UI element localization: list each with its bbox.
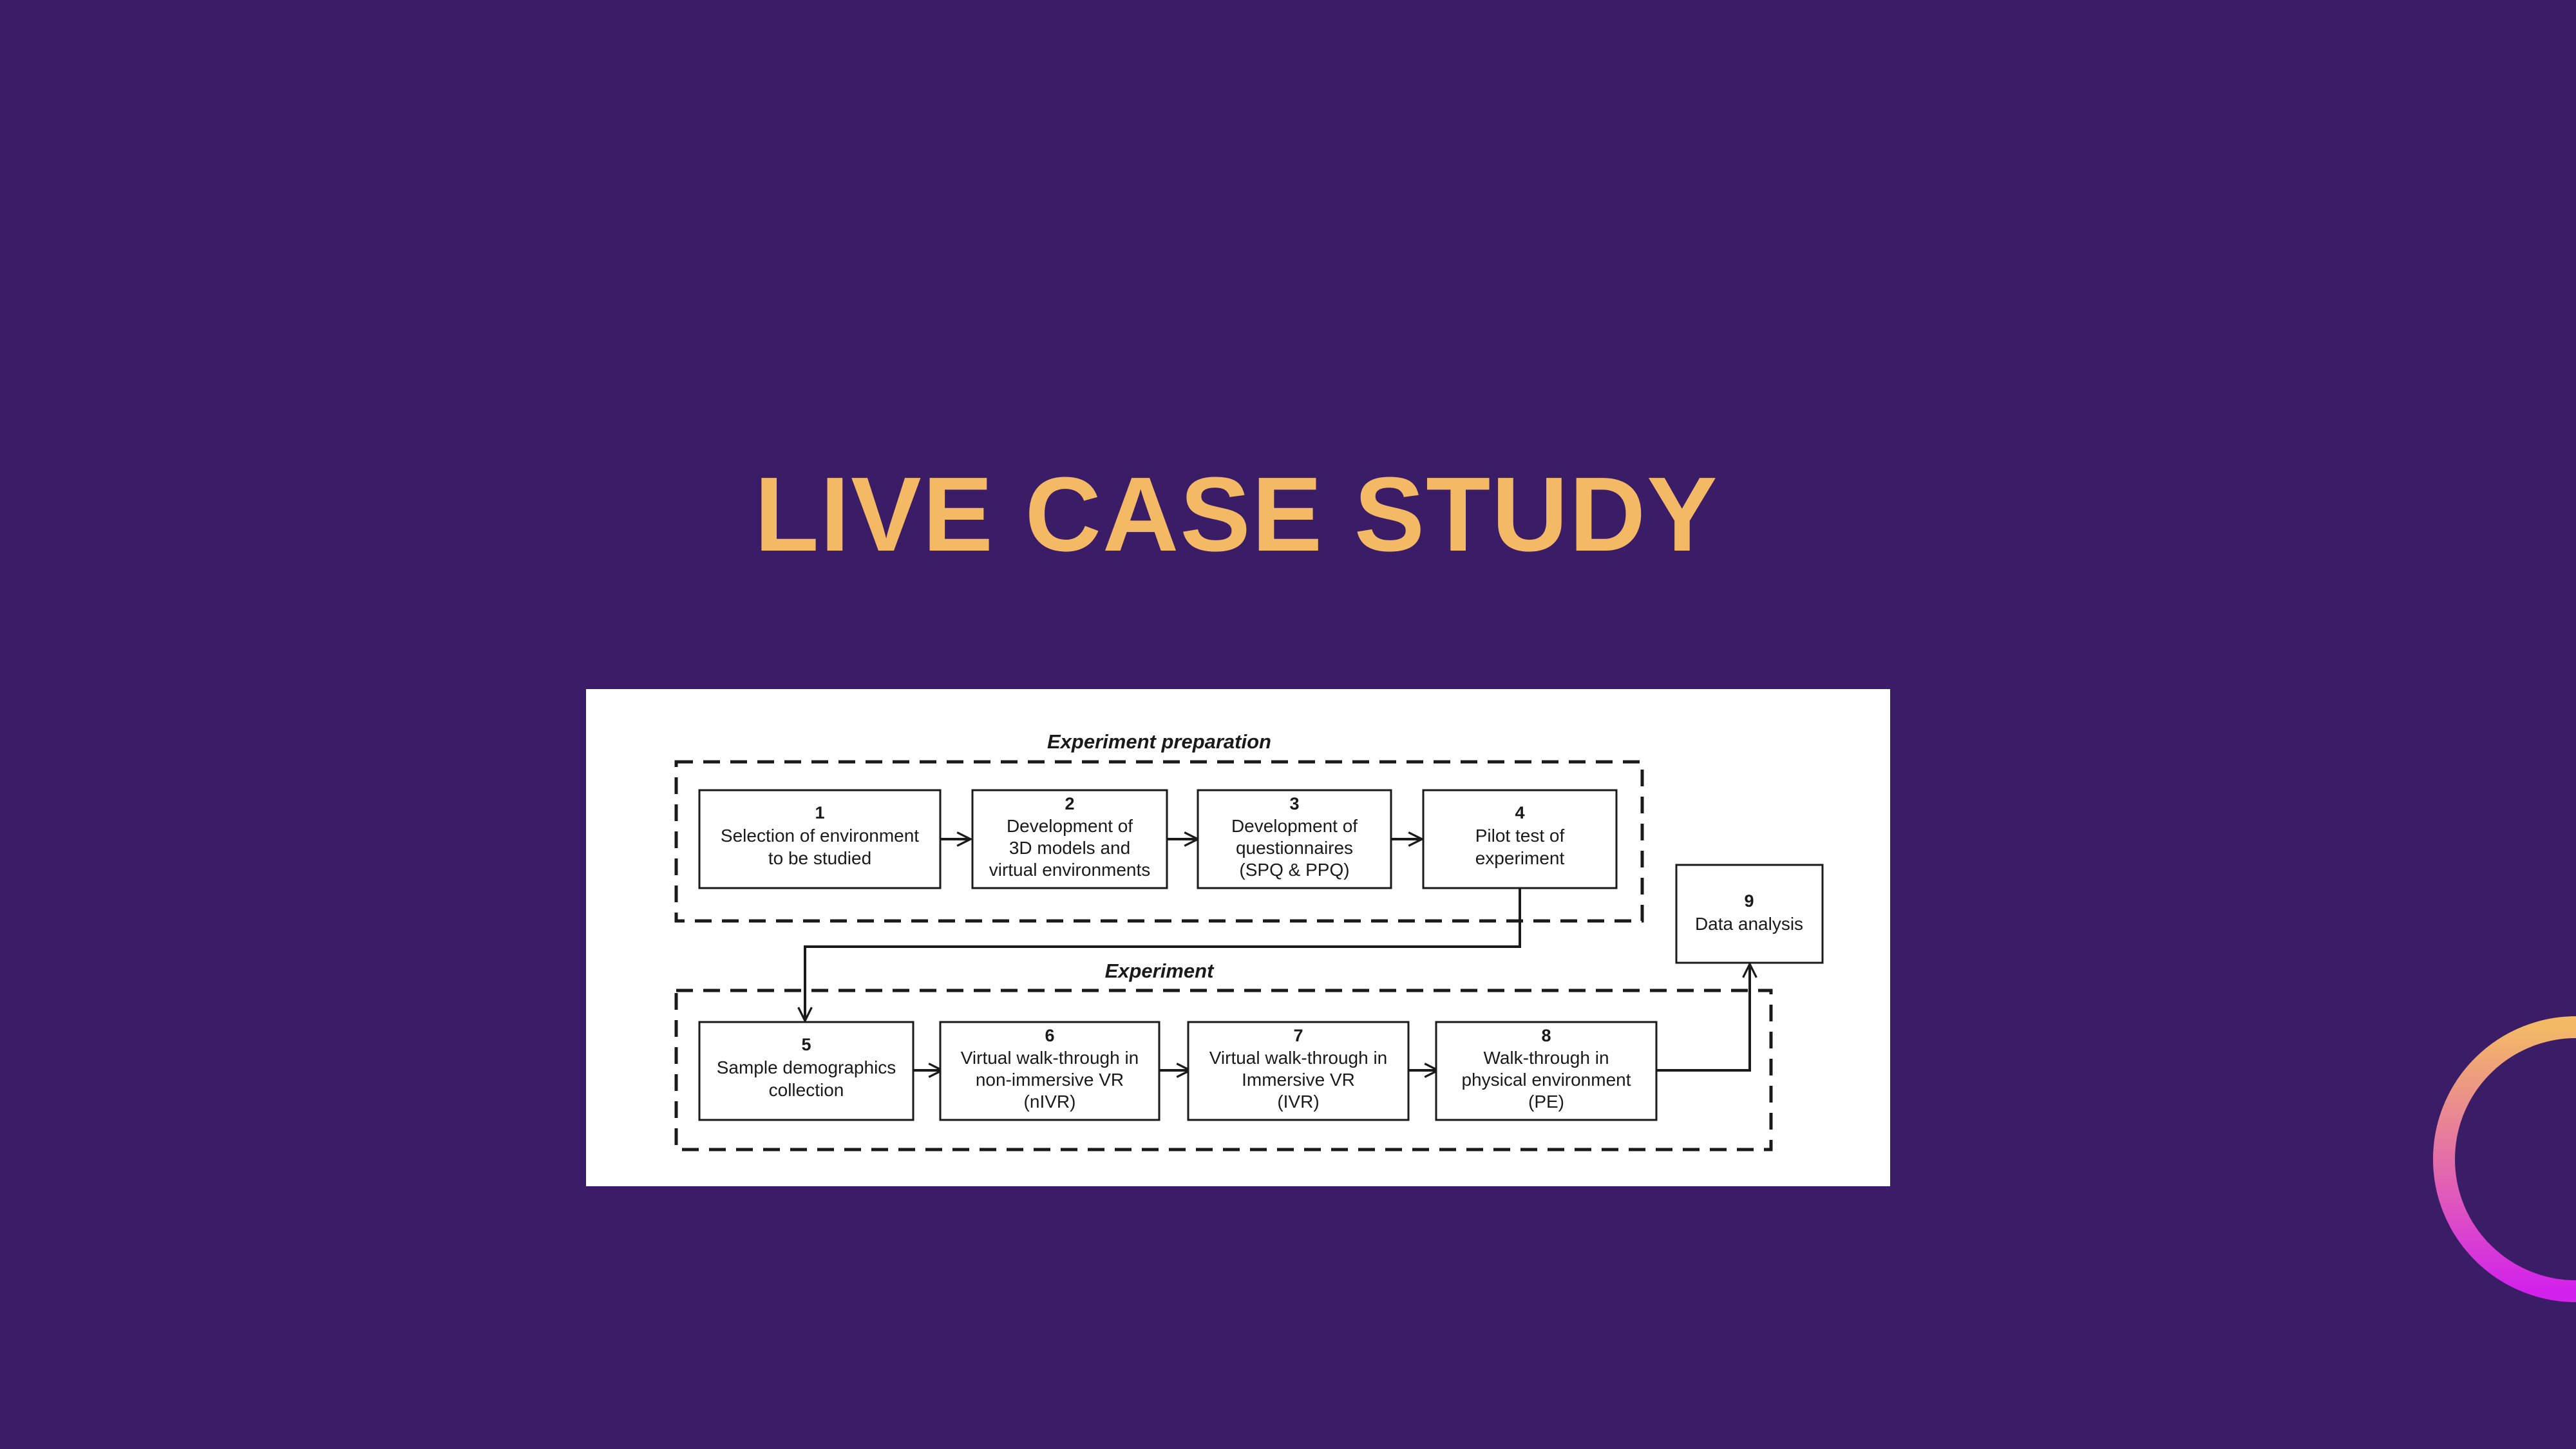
step-number: 8 — [1541, 1026, 1551, 1045]
step-label-line: (nIVR) — [1024, 1092, 1076, 1112]
step-box-6-border — [939, 1021, 1160, 1121]
step-box-7-border — [1187, 1021, 1410, 1121]
step-box-4-border — [1422, 789, 1618, 889]
step-box-5-border — [698, 1021, 914, 1121]
step-label-line: Immersive VR — [1242, 1070, 1355, 1090]
step-label-line: Development of — [1007, 816, 1133, 836]
step-number: 4 — [1515, 803, 1524, 822]
step-box-5: 5 Sample demographics collection — [698, 1021, 914, 1121]
step-number: 3 — [1289, 794, 1299, 813]
step-box-4: 4 Pilot test of experiment — [1422, 789, 1618, 889]
step-label-line: Walk-through in — [1483, 1048, 1609, 1068]
step-label-line: Selection of environment — [721, 826, 919, 846]
step-label-line: experiment — [1475, 848, 1565, 868]
step-number: 6 — [1045, 1026, 1054, 1045]
step-number: 1 — [815, 803, 824, 822]
step-label-line: (SPQ & PPQ) — [1239, 860, 1349, 880]
step-box-2-border — [971, 789, 1168, 889]
step-label-line: Virtual walk-through in — [961, 1048, 1139, 1068]
section-frame-preparation — [674, 760, 1644, 923]
step-box-2: 2 Development of 3D models and virtual e… — [971, 789, 1168, 889]
step-label-line: Sample demographics — [717, 1057, 896, 1077]
step-label-line: virtual environments — [989, 860, 1151, 880]
step-box-6: 6 Virtual walk-through in non-immersive … — [939, 1021, 1160, 1121]
step-label-line: questionnaires — [1236, 838, 1353, 858]
step-box-9: 9 Data analysis — [1675, 864, 1824, 964]
section-title-experiment: Experiment — [1105, 960, 1215, 982]
step-box-9-border — [1675, 864, 1824, 964]
ring-icon — [2433, 1016, 2576, 1302]
flowchart: Experiment preparation Experiment 1 Sele… — [674, 730, 1824, 1151]
step-label-line: physical environment — [1461, 1070, 1631, 1090]
connector-4-5 — [805, 888, 1521, 1021]
step-number: 9 — [1744, 891, 1754, 911]
step-label-line: (IVR) — [1277, 1092, 1319, 1112]
connector-8-9 — [1655, 964, 1750, 1072]
step-label-line: collection — [769, 1080, 844, 1100]
step-number: 5 — [801, 1035, 811, 1054]
step-label-line: non-immersive VR — [976, 1070, 1124, 1090]
section-frame-experiment — [674, 989, 1773, 1151]
plus-icon — [1121, 171, 1217, 267]
step-label-line: to be studied — [768, 848, 871, 868]
step-number: 7 — [1293, 1026, 1303, 1045]
slide-title: LIVE CASE STUDY — [754, 455, 1719, 573]
step-box-3: 3 Development of questionnaires (SPQ & P… — [1197, 789, 1392, 889]
step-box-1-border — [698, 789, 942, 889]
step-box-8: 8 Walk-through in physical environment (… — [1435, 1021, 1658, 1121]
step-box-7: 7 Virtual walk-through in Immersive VR (… — [1187, 1021, 1410, 1121]
step-label-line: Virtual walk-through in — [1209, 1048, 1388, 1068]
section-title-preparation: Experiment preparation — [1047, 730, 1271, 753]
step-label-line: 3D models and — [1009, 838, 1130, 858]
step-label-line: Data analysis — [1695, 914, 1803, 934]
flowchart-figure: Experiment preparation Experiment 1 Sele… — [586, 689, 1890, 1186]
step-box-1: 1 Selection of environment to be studied — [698, 789, 942, 889]
step-label-line: Pilot test of — [1475, 826, 1565, 846]
step-box-3-border — [1197, 789, 1392, 889]
step-label-line: Development of — [1231, 816, 1358, 836]
step-number: 2 — [1065, 794, 1074, 813]
step-box-8-border — [1435, 1021, 1658, 1121]
step-label-line: (PE) — [1528, 1092, 1564, 1112]
